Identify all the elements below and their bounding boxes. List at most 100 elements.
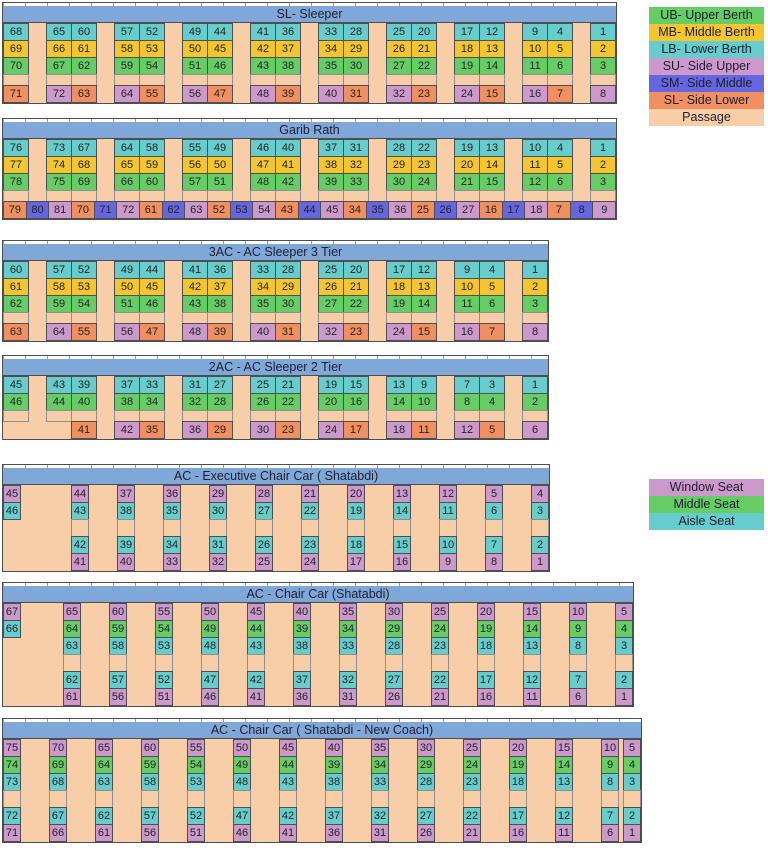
seat-sl-24: 24 [454,85,480,103]
empty-cell [3,688,21,706]
passage-cell [463,790,481,808]
seat-garib-44: 44 [297,201,322,219]
grid-ticks [3,465,549,468]
passage-cell [569,654,587,672]
seat-ac2-27: 27 [207,376,233,394]
seat-ac3-43: 43 [182,295,208,313]
seat-exec-40: 40 [117,553,135,571]
seat-cc-14: 14 [523,620,541,638]
seat-sl-15: 15 [479,85,505,103]
passage-cell [63,654,81,672]
seat-ncc-8: 8 [601,773,619,791]
seat-ac2-11: 11 [411,421,437,439]
seat-cc-60: 60 [109,603,127,621]
seat-ac3-2: 2 [522,278,548,296]
seat-sl-25: 25 [386,23,412,41]
seat-ac3-41: 41 [182,261,208,279]
seat-garib-20: 20 [454,156,480,174]
seat-cc-30: 30 [385,603,403,621]
seat-ncc-31: 31 [371,824,389,842]
seat-ncc-70: 70 [49,739,67,757]
seat-sl-56: 56 [182,85,208,103]
seat-sl-49: 49 [182,23,208,41]
passage-cell [385,654,403,672]
seat-ncc-64: 64 [95,756,113,774]
seat-ncc-40: 40 [325,739,343,757]
seat-exec-8: 8 [485,553,503,571]
passage-cell [347,519,365,537]
seat-ac2-15: 15 [343,376,369,394]
seat-sl-40: 40 [318,85,344,103]
passage-column [437,261,454,341]
seat-sl-63: 63 [71,85,97,103]
passage-cell [325,790,343,808]
seat-garib-49: 49 [207,139,233,157]
seat-exec-4: 4 [531,485,549,503]
seat-ncc-36: 36 [325,824,343,842]
seat-ncc-48: 48 [233,773,251,791]
seat-cc-38: 38 [293,637,311,655]
seat-sl-41: 41 [250,23,276,41]
seat-ncc-72: 72 [3,807,21,825]
seat-garib-68: 68 [71,156,97,174]
empty-cell [3,536,21,554]
seat-cc-57: 57 [109,671,127,689]
seat-sl-11: 11 [522,57,548,75]
legend-item-mb: MB- Middle Berth [649,24,764,41]
seat-sl-42: 42 [250,40,276,58]
seat-sl-4: 4 [547,23,573,41]
passage-column [233,376,250,439]
seat-ac2-44: 44 [46,393,72,411]
seat-ncc-51: 51 [187,824,205,842]
seat-ac3-48: 48 [182,323,208,341]
seat-ncc-61: 61 [95,824,113,842]
seat-ac2-24: 24 [318,421,344,439]
seat-sl-13: 13 [479,40,505,58]
passage-cell [279,790,297,808]
passage-column [29,23,46,103]
seat-ac3-49: 49 [114,261,140,279]
seat-exec-20: 20 [347,485,365,503]
seat-ncc-59: 59 [141,756,159,774]
seat-garib-12: 12 [522,173,548,191]
passage-cell [301,519,319,537]
seat-sl-61: 61 [71,40,97,58]
seat-cc-21: 21 [431,688,449,706]
passage-cell [531,519,549,537]
seat-exec-18: 18 [347,536,365,554]
seat-cc-58: 58 [109,637,127,655]
passage-column [369,139,386,202]
seat-ncc-19: 19 [509,756,527,774]
passage-column [97,376,114,439]
seat-sl-19: 19 [454,57,480,75]
seat-sl-35: 35 [318,57,344,75]
seat-garib-7: 7 [547,201,571,219]
seat-cc-19: 19 [477,620,495,638]
seat-sl-59: 59 [114,57,140,75]
seat-garib-40: 40 [275,139,301,157]
empty-cell [3,421,29,439]
passage-cell [163,519,181,537]
seat-garib-25: 25 [411,201,435,219]
seat-cc-31: 31 [339,688,357,706]
seat-ncc-62: 62 [95,807,113,825]
seat-exec-42: 42 [71,536,89,554]
seat-ncc-34: 34 [371,756,389,774]
seat-ac3-58: 58 [46,278,72,296]
seat-ncc-47: 47 [233,807,251,825]
